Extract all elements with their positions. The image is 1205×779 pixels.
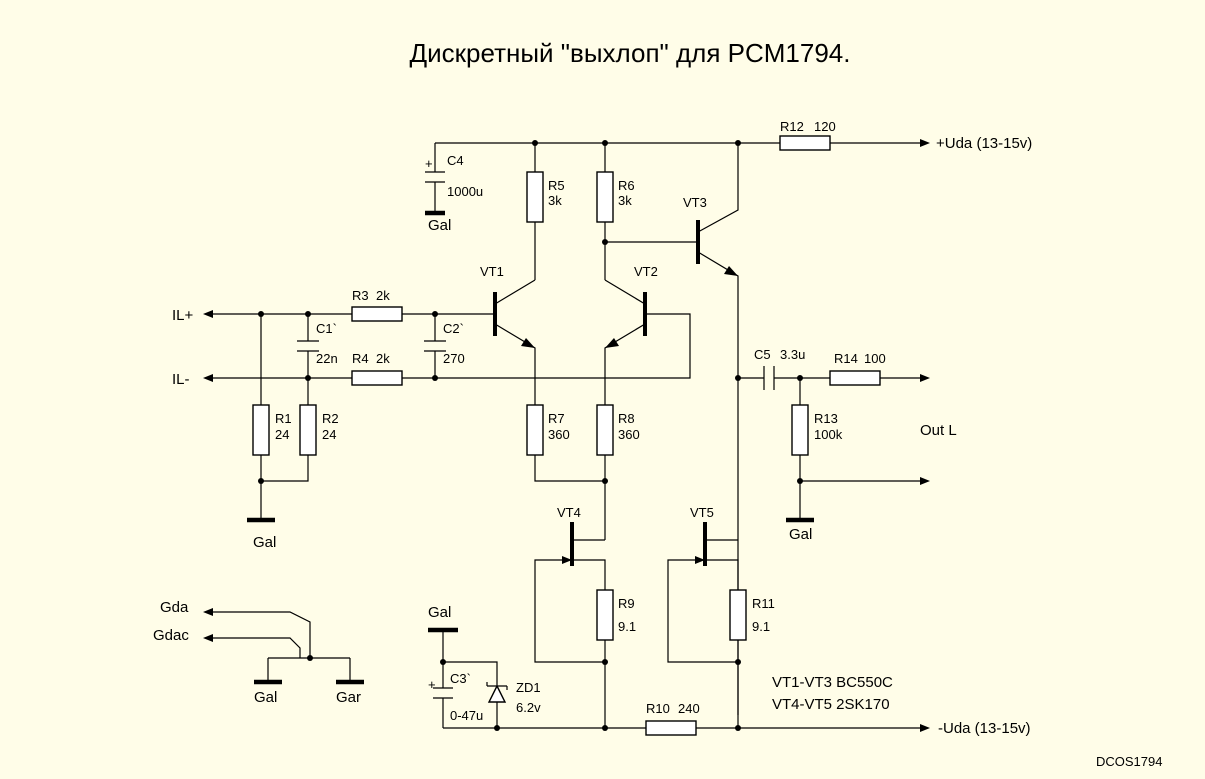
resistor-r5	[526, 143, 544, 280]
c2-ref: C2`	[443, 321, 464, 336]
resistor-r4	[351, 370, 403, 386]
resistor-r12	[779, 135, 831, 151]
r8-ref: R8	[618, 411, 635, 426]
transistor-vt2	[435, 279, 691, 405]
in-plus-label: IL+	[172, 307, 194, 324]
note-line-2: VT4-VT5 2SK170	[772, 696, 890, 713]
r11-value: 9.1	[752, 619, 770, 634]
transistor-vt1	[493, 279, 536, 405]
input-plus-line	[203, 310, 495, 318]
in-minus-label: IL-	[172, 371, 190, 388]
c4-ref: C4	[447, 153, 464, 168]
r5-ref: R5	[548, 178, 565, 193]
r13-ref: R13	[814, 411, 838, 426]
input-minus-line	[203, 374, 438, 382]
c5-value: 3.3u	[780, 347, 805, 362]
vt2-ref: VT2	[634, 264, 658, 279]
resistor-r14	[829, 370, 881, 386]
r12-value: 120	[814, 119, 836, 134]
r7-ref: R7	[548, 411, 565, 426]
resistor-r11	[729, 589, 747, 731]
resistor-r8	[596, 404, 614, 540]
vt5-ref: VT5	[690, 505, 714, 520]
resistor-r3	[351, 306, 403, 322]
c2-value: 270	[443, 351, 465, 366]
r13-ground-label: Gal	[789, 526, 812, 543]
c4-value: 1000u	[447, 184, 483, 199]
neg-supply-label: -Uda (13-15v)	[938, 720, 1031, 737]
c4-ground-label: Gal	[428, 217, 451, 234]
ground-junction	[203, 608, 364, 685]
r9-value: 9.1	[618, 619, 636, 634]
r13-value: 100k	[814, 427, 843, 442]
r14-value: 100	[864, 351, 886, 366]
r1-value: 24	[275, 427, 289, 442]
r11-ref: R11	[752, 596, 775, 611]
note-line-1: VT1-VT3 BC550C	[772, 674, 893, 691]
transistor-vt5	[667, 522, 739, 663]
zd1-value: 6.2v	[516, 700, 541, 715]
author-label: DCOS1794	[1096, 754, 1162, 769]
zener-zd1	[486, 680, 508, 728]
c3-value: 0-47u	[450, 708, 483, 723]
resistor-r10	[645, 720, 697, 736]
output-label: Out L	[920, 422, 957, 439]
capacitor-c1	[297, 314, 319, 378]
r10-ref: R10	[646, 701, 670, 716]
c4-plus-sign: +	[425, 156, 433, 171]
r6-ref: R6	[618, 178, 635, 193]
r7-value: 360	[548, 427, 570, 442]
resistor-r6	[596, 143, 614, 280]
capacitor-c2	[424, 314, 446, 378]
c3-ref: C3`	[450, 671, 471, 686]
capacitor-c4	[425, 143, 445, 216]
diagram-title: Дискретный "выхлоп" для PCM1794.	[410, 38, 851, 68]
r2-ref: R2	[322, 411, 339, 426]
vt3-ref: VT3	[683, 195, 707, 210]
resistor-r9	[596, 589, 614, 731]
vt1-ref: VT1	[480, 264, 504, 279]
gda-label: Gda	[160, 599, 189, 616]
negative-supply-rail	[443, 724, 930, 732]
c5-ref: C5	[754, 347, 771, 362]
r4-value: 2k	[376, 351, 390, 366]
resistor-r1	[247, 314, 309, 523]
r10-value: 240	[678, 701, 700, 716]
resistor-r13	[786, 378, 930, 523]
gal-label: Gal	[254, 689, 277, 706]
transistor-vt4	[534, 522, 606, 663]
resistor-r7	[526, 404, 605, 482]
zd1-ref: ZD1	[516, 680, 541, 695]
r3-ref: R3	[352, 288, 369, 303]
vt4-ref: VT4	[557, 505, 581, 520]
r3-value: 2k	[376, 288, 390, 303]
r8-value: 360	[618, 427, 640, 442]
r1-ground-label: Gal	[253, 534, 276, 551]
c1-value: 22n	[316, 351, 338, 366]
r4-ref: R4	[352, 351, 369, 366]
gdac-label: Gdac	[153, 627, 189, 644]
capacitor-c3	[428, 627, 498, 728]
r2-value: 24	[322, 427, 336, 442]
positive-supply-rail	[435, 139, 930, 147]
c1-ref: C1`	[316, 321, 337, 336]
r14-ref: R14	[834, 351, 858, 366]
output-coupling	[738, 366, 930, 390]
r9-ref: R9	[618, 596, 635, 611]
c3-ground-label: Gal	[428, 604, 451, 621]
c3-plus-sign: +	[428, 677, 436, 692]
r1-ref: R1	[275, 411, 292, 426]
r12-ref: R12	[780, 119, 804, 134]
r5-value: 3k	[548, 193, 562, 208]
pos-supply-label: +Uda (13-15v)	[936, 135, 1032, 152]
gar-label: Gar	[336, 689, 361, 706]
r6-value: 3k	[618, 193, 632, 208]
resistor-r2	[299, 378, 317, 456]
